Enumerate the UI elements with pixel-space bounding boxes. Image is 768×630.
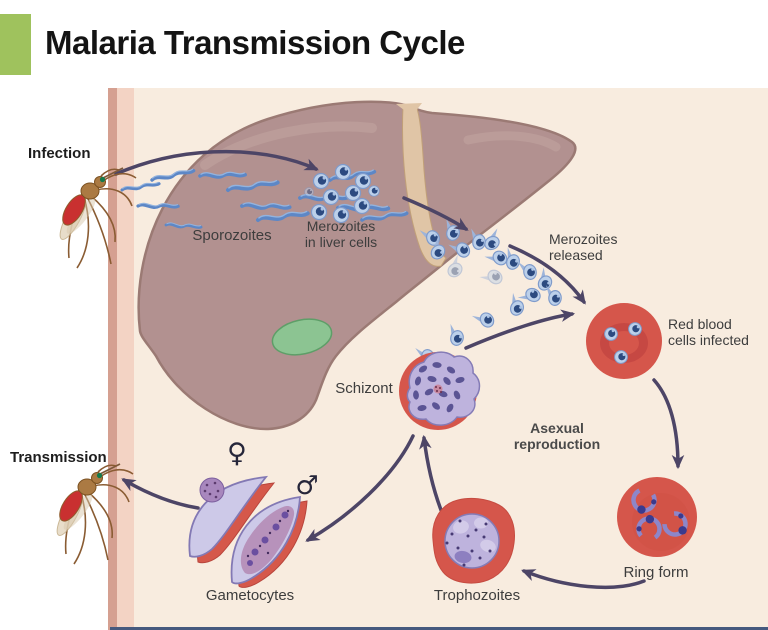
schizont-cell (399, 351, 481, 430)
merozoites-released-label: Merozoites released (549, 231, 618, 263)
gametocytes-label: Gametocytes (205, 587, 295, 604)
skin-band-light (117, 88, 134, 630)
transmission-label: Transmission (10, 449, 107, 466)
rbc-infected-label: Red blood cells infected (668, 316, 749, 348)
male-gametocyte (230, 495, 308, 588)
merozoites-liver-label: Merozoites in liver cells (304, 218, 378, 250)
asexual-reproduction-label: Asexual reproduction (513, 420, 601, 452)
trophozoite-cell (432, 497, 515, 584)
trophozoites-label: Trophozoites (433, 587, 521, 604)
gallbladder (271, 318, 333, 356)
ring-form-label: Ring form (623, 564, 689, 581)
schizont-label: Schizont (335, 380, 393, 397)
gametocytes-group (188, 475, 308, 588)
bottom-border (110, 627, 768, 630)
falciform-ligament (402, 103, 447, 267)
infection-label: Infection (28, 145, 91, 162)
cycle-arrows (114, 149, 685, 590)
female-symbol: ♀ (227, 438, 247, 469)
male-symbol: ♂ (295, 471, 319, 501)
sporozoites-label: Sporozoites (192, 227, 272, 244)
skin-band-dark (108, 88, 117, 630)
title-accent-square (0, 14, 31, 75)
infection-mosquito-icon (54, 167, 137, 269)
liver-illustration (137, 100, 577, 431)
female-gametocyte (188, 475, 276, 564)
transmission-mosquito-icon (51, 463, 134, 565)
red-blood-cell-infected (586, 303, 662, 379)
page-title: Malaria Transmission Cycle (45, 24, 465, 61)
ring-form-cell (617, 477, 697, 557)
merozoites-released-group (414, 218, 563, 368)
header: Malaria Transmission Cycle (0, 0, 768, 88)
